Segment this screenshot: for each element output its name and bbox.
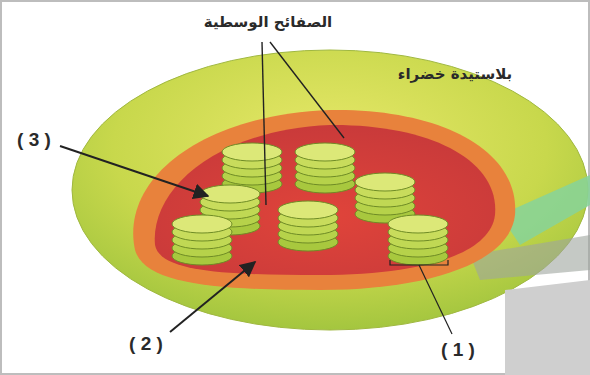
- organelle-name: بلاستيدة خضراء: [398, 65, 513, 83]
- callout-number: ( 2 ): [129, 333, 163, 356]
- part-name: الصفائح الوسطية: [204, 13, 332, 31]
- callout-number: ( 1 ): [441, 339, 475, 362]
- callout-number: ( 3 ): [17, 129, 51, 152]
